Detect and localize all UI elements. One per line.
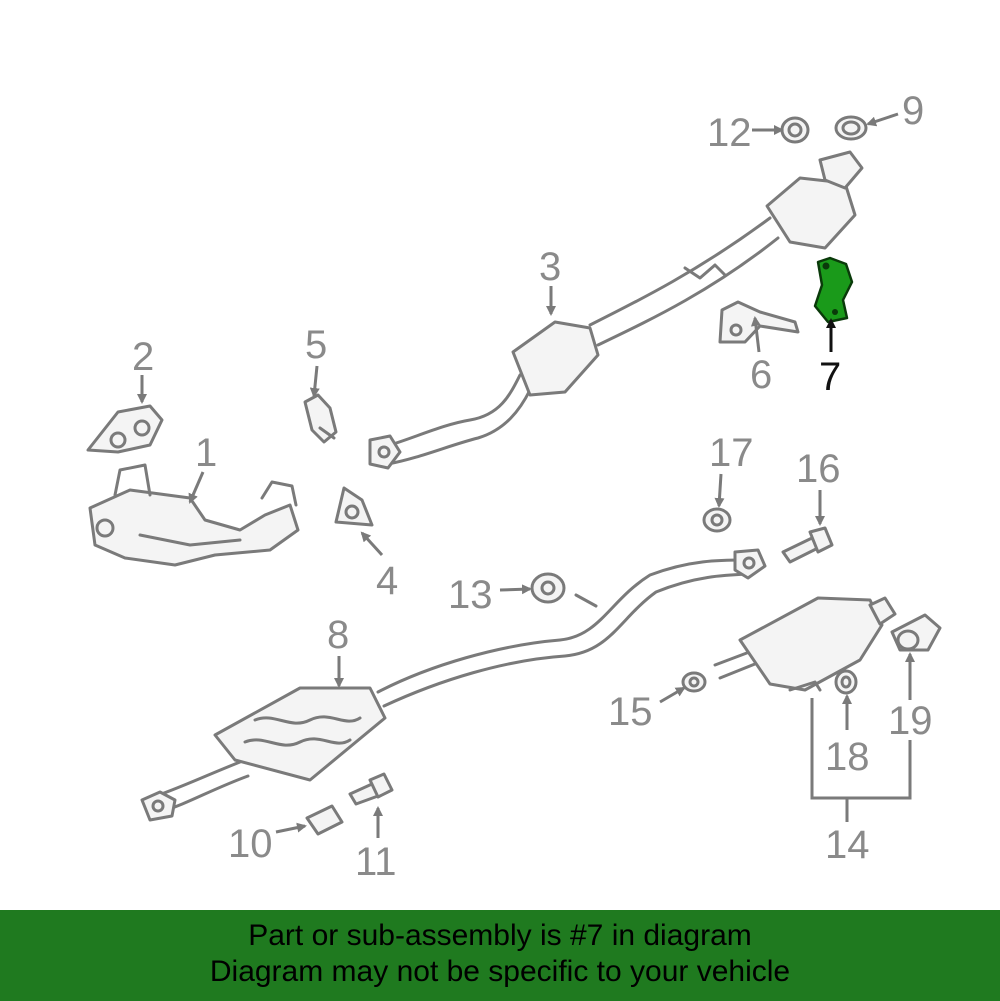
part-16-bolt — [781, 526, 834, 564]
info-banner: Part or sub-assembly is #7 in diagram Di… — [0, 910, 1000, 1001]
part-7-bracket-highlighted — [813, 256, 854, 324]
part-8-center-pipe — [140, 548, 767, 822]
callout-9: 9 — [902, 89, 924, 133]
part-3-front-pipe — [368, 150, 864, 470]
part-4-gasket — [334, 486, 374, 527]
callout-4: 4 — [376, 559, 398, 603]
part-18-grommet — [834, 669, 858, 695]
leader-lines — [137, 112, 915, 838]
callout-19: 19 — [888, 699, 933, 743]
callout-7: 7 — [819, 355, 841, 399]
callout-14: 14 — [825, 823, 870, 867]
part-2-gasket — [86, 404, 164, 454]
banner-line-part-number: Part or sub-assembly is #7 in diagram — [248, 919, 752, 952]
part-11-bolt — [348, 772, 394, 806]
callout-17: 17 — [709, 431, 754, 475]
part-13-grommet — [530, 572, 566, 604]
callout-13: 13 — [448, 573, 493, 617]
exhaust-system-diagram: 12 9 3 6 7 2 5 1 4 17 16 13 8 10 11 15 1… — [86, 89, 942, 884]
callout-16: 16 — [796, 447, 841, 491]
callout-10: 10 — [228, 822, 273, 866]
part-10-stud — [305, 804, 344, 836]
callout-6: 6 — [750, 353, 772, 397]
callout-1: 1 — [195, 431, 217, 475]
part-17-grommet — [702, 507, 732, 533]
callout-12: 12 — [707, 111, 752, 155]
part-6-bracket — [718, 300, 800, 344]
part-12-grommet — [780, 116, 810, 144]
part-1-manifold — [88, 463, 300, 567]
part-14-muffler — [713, 596, 897, 692]
callout-11: 11 — [355, 840, 397, 884]
part-15-gasket — [681, 671, 707, 693]
part-9-gasket — [834, 115, 868, 141]
callout-3: 3 — [539, 245, 561, 289]
callout-numbers: 12 9 3 6 7 2 5 1 4 17 16 13 8 10 11 15 1… — [132, 89, 933, 884]
callout-8: 8 — [327, 613, 349, 657]
callout-5: 5 — [305, 323, 327, 367]
callout-18: 18 — [825, 735, 870, 779]
part-19-tip — [890, 613, 942, 652]
part-5-clamp — [303, 393, 338, 444]
callout-2: 2 — [132, 335, 154, 379]
banner-line-disclaimer: Diagram may not be specific to your vehi… — [209, 955, 791, 988]
callout-15: 15 — [608, 690, 653, 734]
